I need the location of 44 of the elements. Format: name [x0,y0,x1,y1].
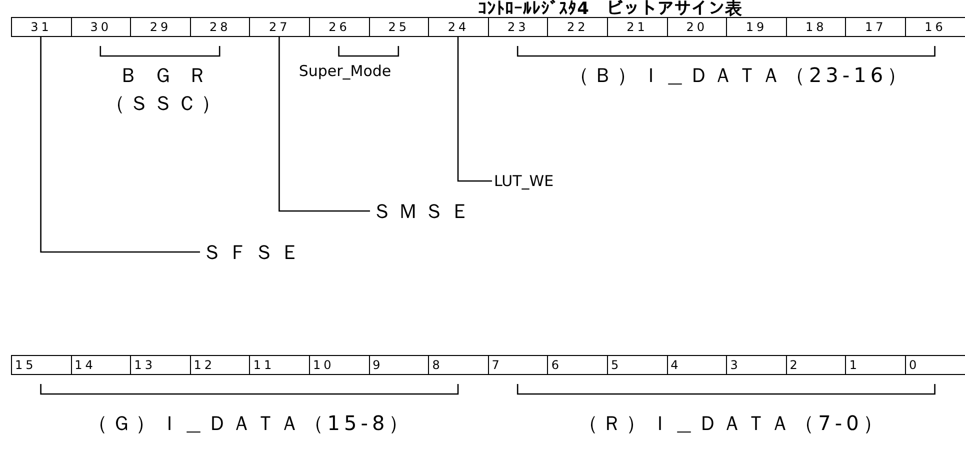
field-name: ＳＭＳＥ [372,199,476,223]
field-label: Ｂ Ｇ Ｒ [118,62,212,89]
bit-cell: 27 [249,17,310,37]
field-label: （ＳＳＣ） [104,90,226,117]
bit-cell: 3 [726,355,787,375]
bit-cell: 11 [249,355,310,375]
field-label: （Ｇ）Ｉ＿ＤＡＴＡ（15-8） [86,410,414,437]
bit-cell: 5 [607,355,668,375]
bit-cell: 20 [666,17,728,37]
bit-cell: 14 [70,355,132,375]
bit-cell: 9 [368,355,430,375]
bit-cell: 6 [547,355,608,375]
field-name: ＳＦＳＥ [202,240,306,264]
bit-cell: 10 [309,355,370,375]
bit-cell: 17 [845,17,906,37]
bit-cell: 1 [845,355,906,375]
leader-line [278,37,370,212]
bit-cell: 2 [786,355,846,375]
field-label: （Ｒ）Ｉ＿ＤＡＴＡ（7-0） [577,410,888,437]
bit-cell: 26 [309,17,370,37]
bit-cell: 23 [488,17,548,37]
field-label: Super_Mode [298,61,392,82]
bit-cell: 16 [905,17,965,37]
bit-cell: 31 [11,17,72,37]
field-label: （Ｂ）Ｉ＿ＤＡＴＡ（23-16） [568,62,912,89]
field-name: LUT_WE [494,170,554,192]
leader-line [457,37,492,182]
bit-cell: 30 [70,17,132,37]
bit-cell: 22 [547,17,608,37]
bit-cell: 13 [130,355,191,375]
bit-cell: 24 [428,17,489,37]
bit-cell: 21 [607,17,668,37]
bit-cell: 25 [368,17,430,37]
bit-cell: 18 [786,17,846,37]
bit-cell: 15 [11,355,72,375]
bit-cell: 19 [726,17,787,37]
bit-cell: 29 [130,17,191,37]
bit-cell: 0 [905,355,965,375]
bit-cell: 4 [666,355,728,375]
bit-cell: 12 [190,355,250,375]
bit-cell: 7 [488,355,548,375]
bit-cell: 28 [190,17,250,37]
bit-cell: 8 [428,355,489,375]
leader-line [40,37,200,253]
